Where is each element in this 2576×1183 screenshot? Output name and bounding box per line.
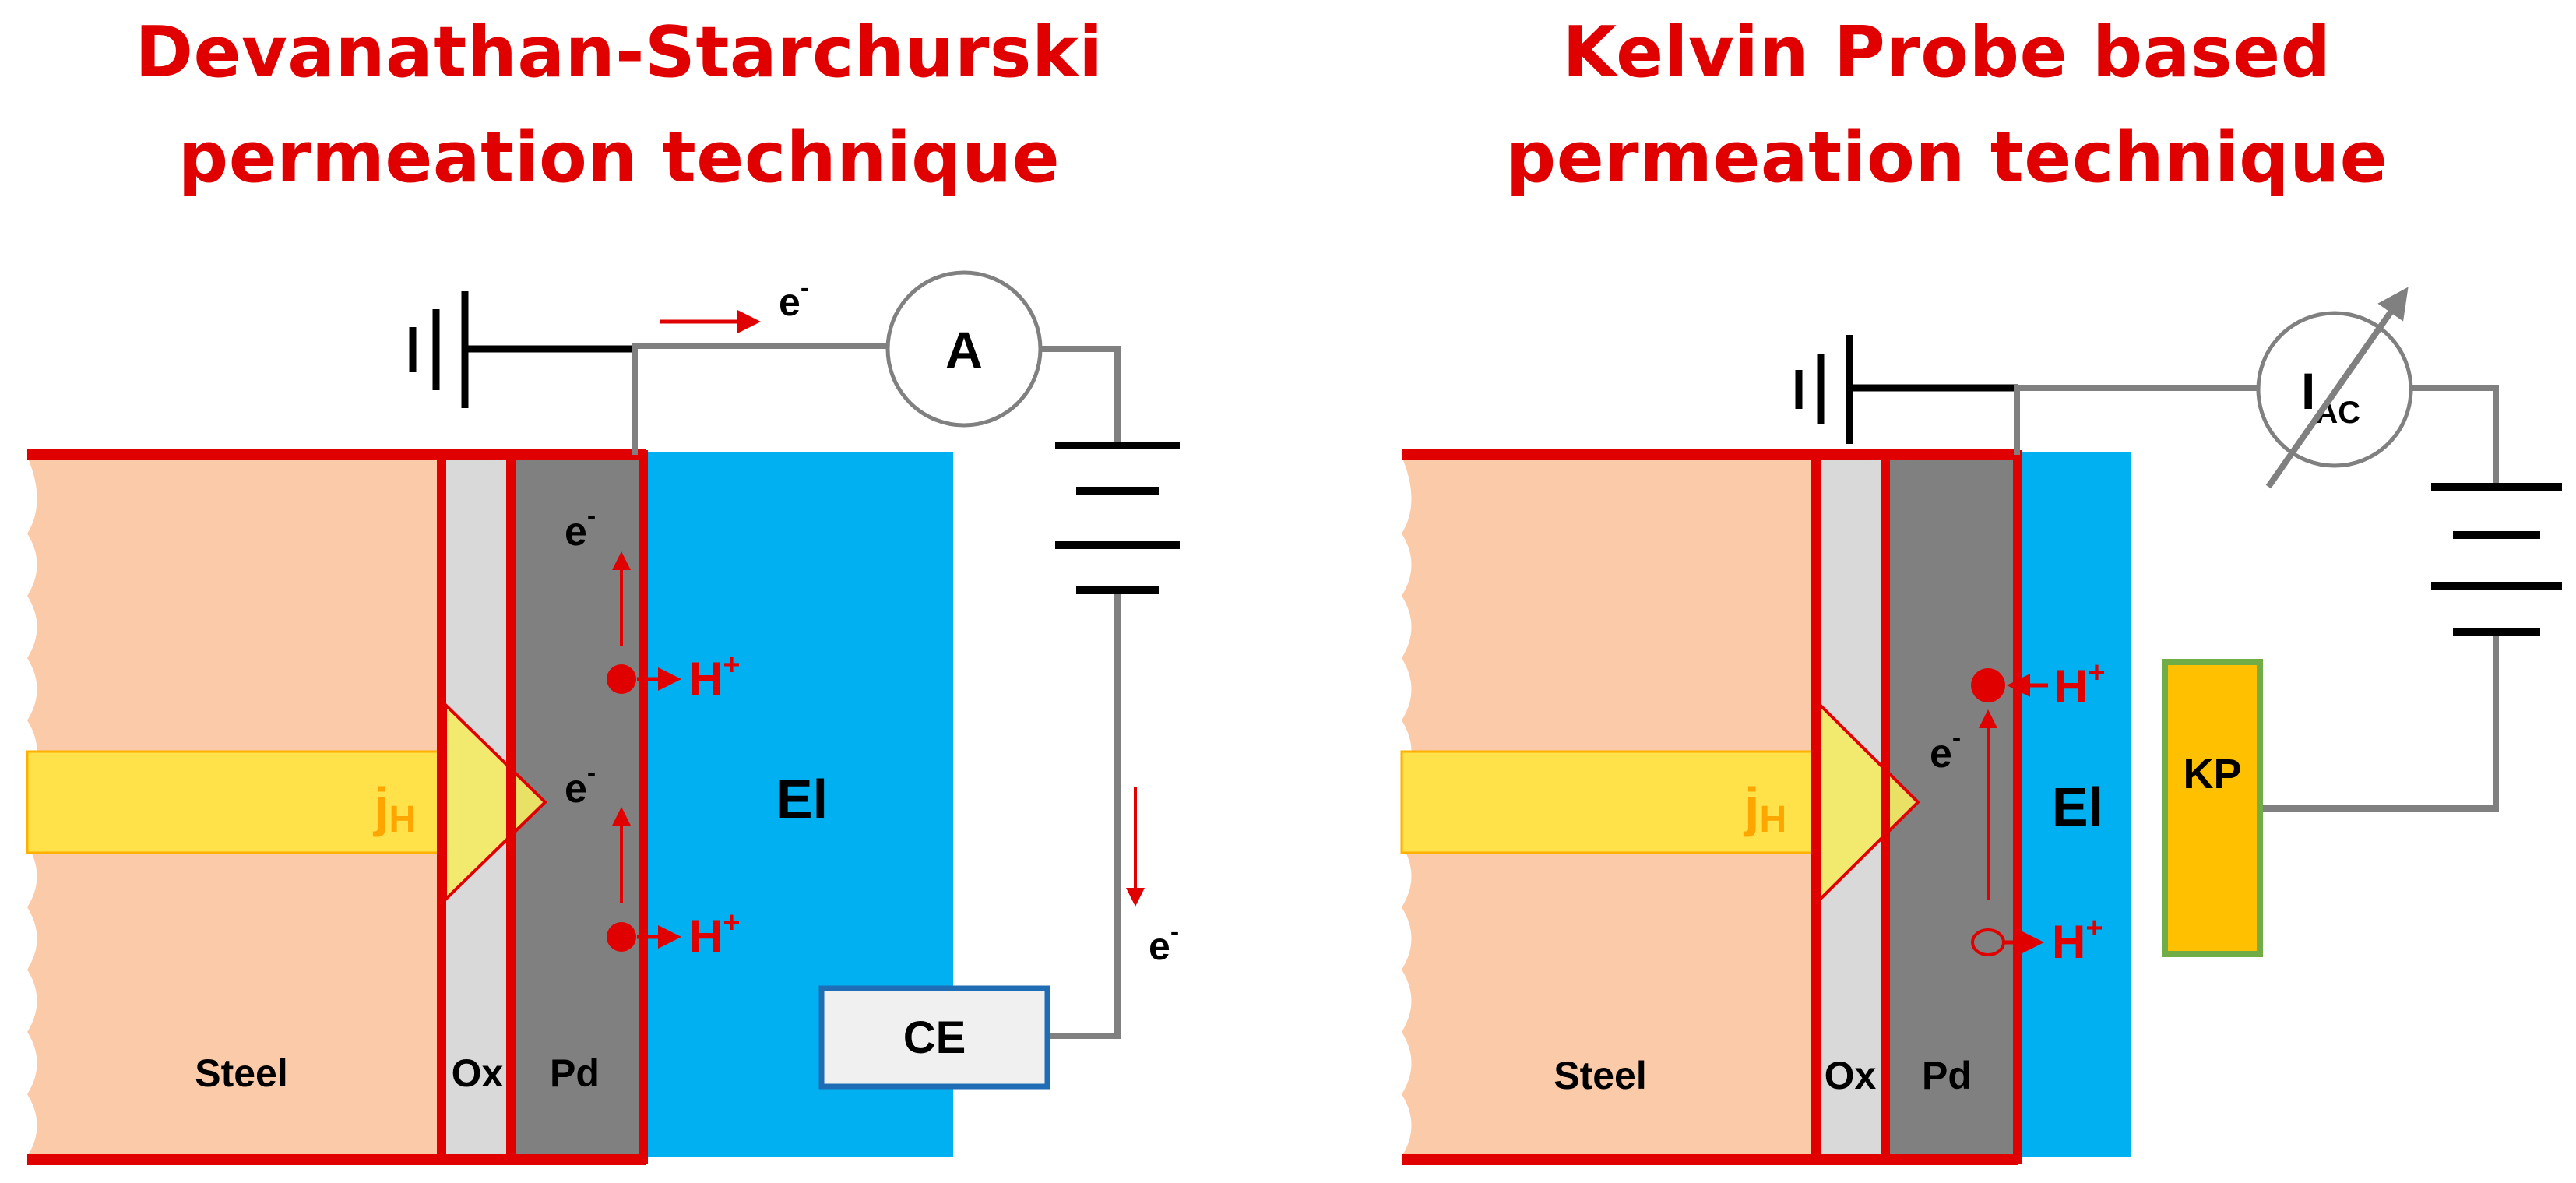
right-title-line2: permeation technique [1505,117,2388,199]
right-proton-lower: H+ [2052,912,2103,968]
left-wire-down [1049,592,1121,1039]
left-ammeter-label: A [945,321,983,378]
right-kelvin-probe-label: KP [2183,751,2241,797]
right-flux-band [1400,750,1824,854]
right-wire-down [2262,632,2499,812]
left-flux-label: jH [372,776,416,840]
left-pd-label: Pd [550,1051,600,1095]
left-counter-electrode [818,985,1050,1090]
right-kelvin-probe [2162,659,2263,957]
left-electrolyte-label: El [776,769,828,829]
right-proton-upper: H+ [2054,657,2106,713]
right-pd-label: Pd [1922,1054,1972,1097]
left-battery [1055,442,1180,594]
right-steel-label: Steel [1554,1054,1647,1097]
left-ground-symbol [409,291,635,408]
left-electron-lower: e- [565,759,596,812]
left-hydrogen-dot-upper [607,664,636,694]
right-flux-label: jH [1743,776,1786,840]
right-electrolyte-label: El [2052,776,2103,837]
right-ground-symbol [1795,335,2018,444]
left-title-line1: Devanathan-Starchurski [135,12,1103,93]
right-electrolyte [2019,452,2131,1157]
right-wire-top [2014,385,2257,455]
right-variable-arrow [2265,287,2409,489]
left-title-line2: permeation technique [178,117,1061,199]
right-title: Kelvin Probe based permeation technique [1394,0,2500,210]
left-title: Devanathan-Starchurski permeation techni… [78,0,1160,210]
left-wire-top [632,343,888,455]
left-proton-upper: H+ [689,649,741,705]
left-down-electron-label: e- [1149,917,1179,968]
right-ox-label: Ox [1825,1054,1877,1097]
right-electron-label: e- [1930,724,1961,776]
left-flux-band [26,750,449,854]
right-panel: Steel Ox Pd El jH e- H+ H+ [1400,287,2562,1165]
right-wire-right [2412,385,2499,483]
left-electron-upper: e- [565,502,596,555]
left-ox-label: Ox [452,1051,504,1095]
left-panel: Steel Ox Pd El jH e- e- H+ H+ [26,270,1180,1165]
left-ammeter [885,270,1043,428]
right-title-line1: Kelvin Probe based [1562,12,2331,93]
right-battery [2431,483,2562,636]
left-hydrogen-dot-lower [607,922,636,952]
left-proton-lower: H+ [689,907,741,963]
right-hydrogen-dot-filled [1971,668,2005,702]
left-wire-right [1040,346,1121,444]
left-steel-label: Steel [195,1051,288,1095]
left-counter-electrode-label: CE [903,1012,966,1063]
left-electron-flow-label: e- [779,273,809,324]
